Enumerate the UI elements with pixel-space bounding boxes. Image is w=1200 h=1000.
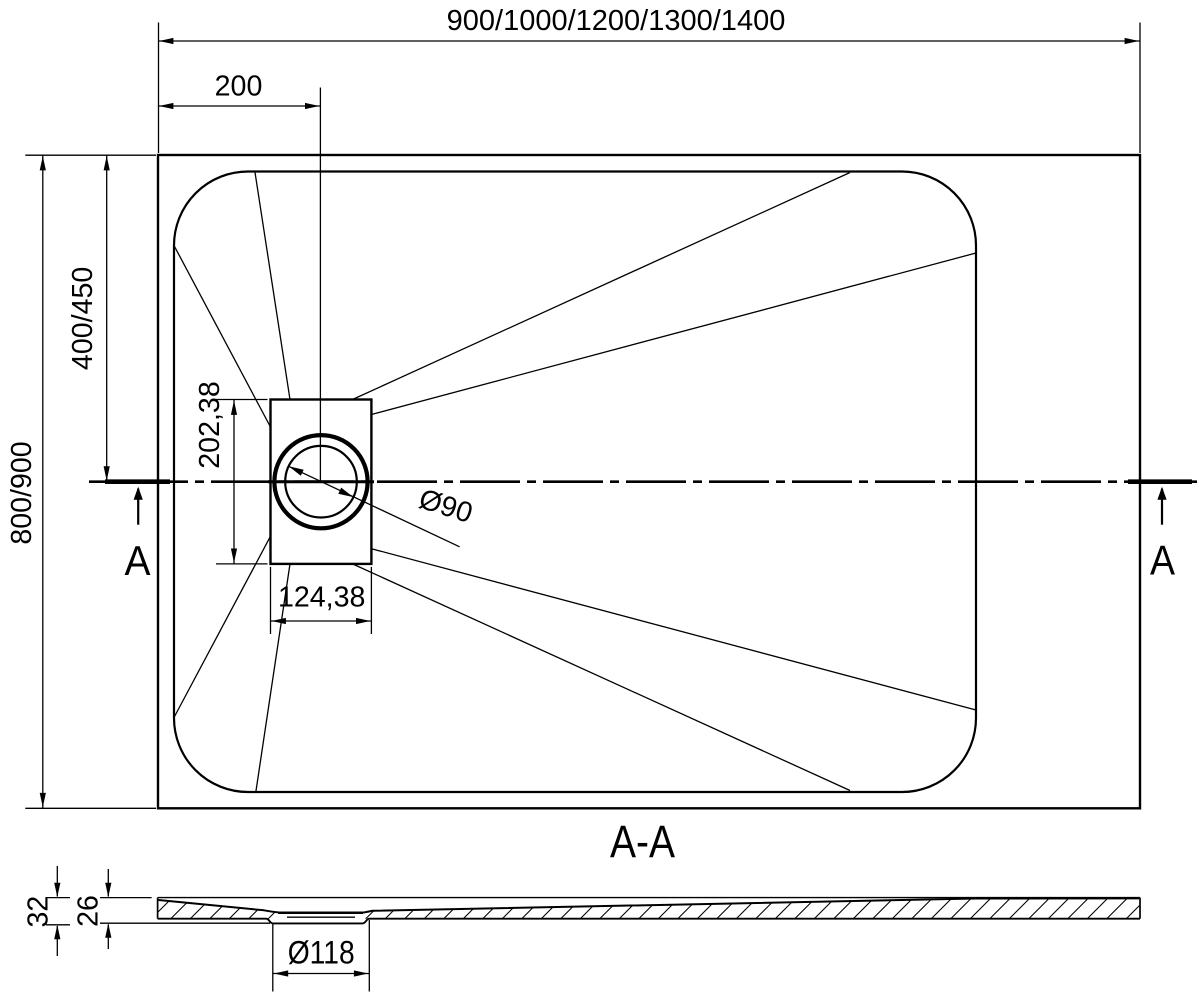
svg-text:Ø118: Ø118 xyxy=(288,935,355,971)
svg-text:124,38: 124,38 xyxy=(278,582,365,614)
svg-text:202,38: 202,38 xyxy=(194,381,226,468)
svg-text:A: A xyxy=(125,537,151,584)
svg-text:200: 200 xyxy=(215,71,263,103)
svg-text:A-A: A-A xyxy=(610,816,675,867)
svg-text:32: 32 xyxy=(23,896,55,928)
svg-text:900/1000/1200/1300/1400: 900/1000/1200/1300/1400 xyxy=(447,5,786,37)
svg-text:400/450: 400/450 xyxy=(67,267,99,370)
svg-text:800/900: 800/900 xyxy=(6,441,38,544)
svg-text:A: A xyxy=(1150,537,1175,584)
svg-text:26: 26 xyxy=(73,895,105,927)
